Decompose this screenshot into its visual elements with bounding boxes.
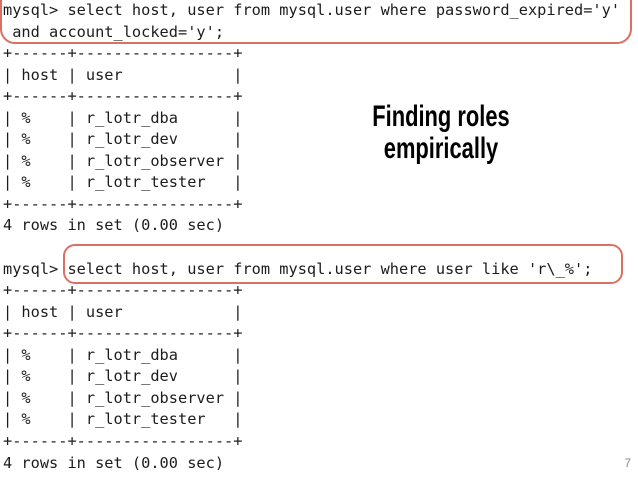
page-number: 7 [624, 456, 631, 470]
terminal-output-query1: mysql> select host, user from mysql.user… [3, 1, 621, 235]
terminal-output-query2: mysql> select host, user from mysql.user… [3, 259, 593, 472]
slide-title-line1: Finding roles [372, 100, 510, 133]
slide-title: Finding roles empirically [368, 101, 514, 165]
slide-title-line2: empirically [383, 132, 499, 165]
